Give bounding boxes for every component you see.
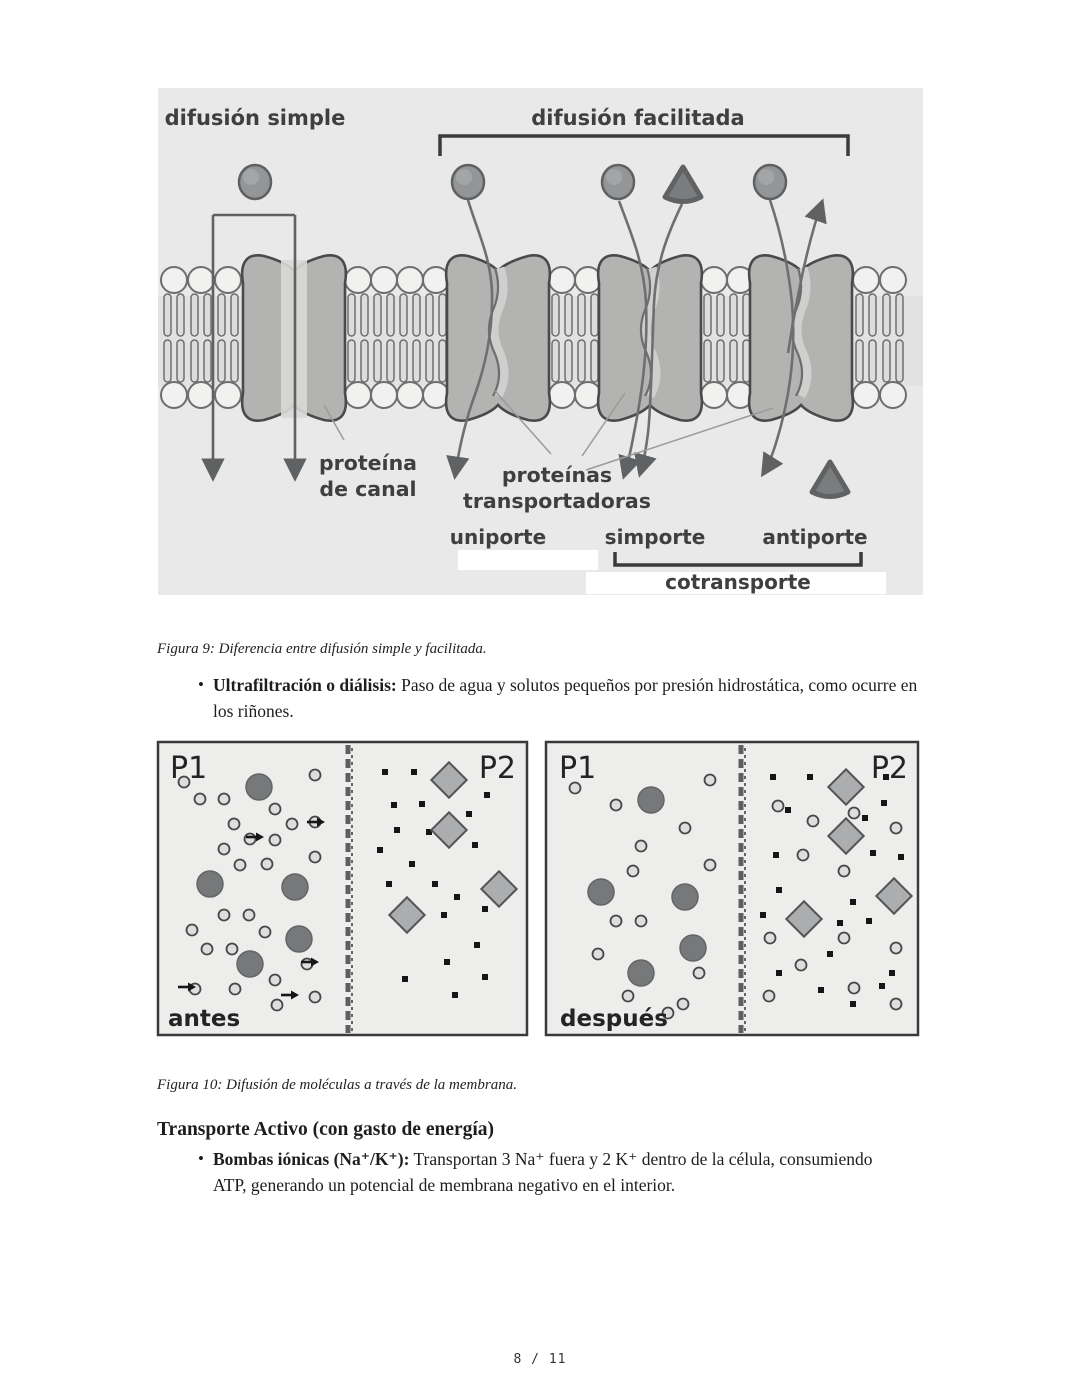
bullet-ultrafiltracion-lead: Ultrafiltración o diálisis: — [213, 675, 397, 695]
solute-molecules — [237, 163, 788, 204]
figure9-membrane-diagram: difusión simple difusión facilitada prot… — [158, 88, 923, 595]
bullet-bombas-rest: Transportan 3 Na⁺ fuera y 2 K⁺ dentro de… — [213, 1149, 873, 1195]
bullet-marker: • — [198, 675, 204, 694]
label-antiporte: antiporte — [762, 525, 867, 549]
facilitada-bracket — [438, 134, 850, 156]
label-cotransporte: cotransporte — [665, 570, 811, 594]
panel-despues: P1 P2 después — [544, 740, 920, 1037]
label-uniporte: uniporte — [450, 525, 546, 549]
cotransporte-bracket — [613, 552, 863, 567]
triangle-molecule — [662, 164, 704, 204]
panel-antes-state-label: antes — [168, 1006, 240, 1032]
figure10-diffusion-panels: P1 P2 antes — [156, 740, 920, 1037]
panel-antes: P1 P2 antes — [156, 740, 529, 1037]
small-solutes-right — [762, 799, 903, 1011]
bullet-ultrafiltracion: • Ultrafiltración o diálisis: Paso de ag… — [198, 672, 929, 724]
simple-diffusion-arrows — [201, 213, 307, 482]
large-solutes — [196, 773, 313, 978]
label-proteina-canal-1: proteína — [319, 451, 417, 475]
transporter-protein-uniporte — [444, 254, 552, 422]
label-difusion-facilitada: difusión facilitada — [531, 106, 744, 130]
white-patch — [458, 550, 598, 570]
white-patch — [586, 572, 886, 594]
triangle-molecule-bottom — [809, 459, 851, 499]
small-solutes-left — [568, 773, 717, 1020]
facilitated-diffusion-arrows — [446, 198, 827, 480]
panel-antes-p1-label: P1 — [170, 751, 207, 786]
figure10-caption: Figura 10: Difusión de moléculas a travé… — [157, 1077, 517, 1093]
panel-despues-p1-label: P1 — [559, 751, 596, 786]
bullet-ultrafiltracion-rest: Paso de agua y solutos pequeños por pres… — [213, 675, 918, 721]
panel-antes-p2-label: P2 — [479, 751, 516, 786]
label-proteinas-1: proteínas — [502, 463, 612, 487]
label-difusion-simple: difusión simple — [165, 106, 346, 130]
page-number: 8 / 11 — [513, 1352, 567, 1367]
large-solutes — [587, 786, 707, 987]
section-heading-transporte-activo: Transporte Activo (con gasto de energía) — [157, 1119, 495, 1140]
label-simporte: simporte — [605, 525, 706, 549]
figure9-caption: Figura 9: Diferencia entre difusión simp… — [157, 641, 487, 657]
panel-despues-p2-label: P2 — [871, 751, 908, 786]
panel-despues-state-label: después — [560, 1006, 668, 1032]
bullet-ultrafiltracion-text: Ultrafiltración o diálisis: Paso de agua… — [213, 672, 929, 724]
bullet-marker: • — [198, 1149, 204, 1168]
bullet-bombas-ionicas: • Bombas iónicas (Na⁺/K⁺): Transportan 3… — [198, 1146, 897, 1198]
label-proteina-canal-2: de canal — [319, 477, 416, 501]
label-proteinas-2: transportadoras — [463, 489, 651, 513]
label-leader-lines — [323, 390, 774, 471]
bullet-bombas-lead: Bombas iónicas (Na⁺/K⁺): — [213, 1149, 410, 1169]
transporter-protein-antiporte — [747, 254, 855, 422]
bullet-bombas-text: Bombas iónicas (Na⁺/K⁺): Transportan 3 N… — [213, 1146, 897, 1198]
